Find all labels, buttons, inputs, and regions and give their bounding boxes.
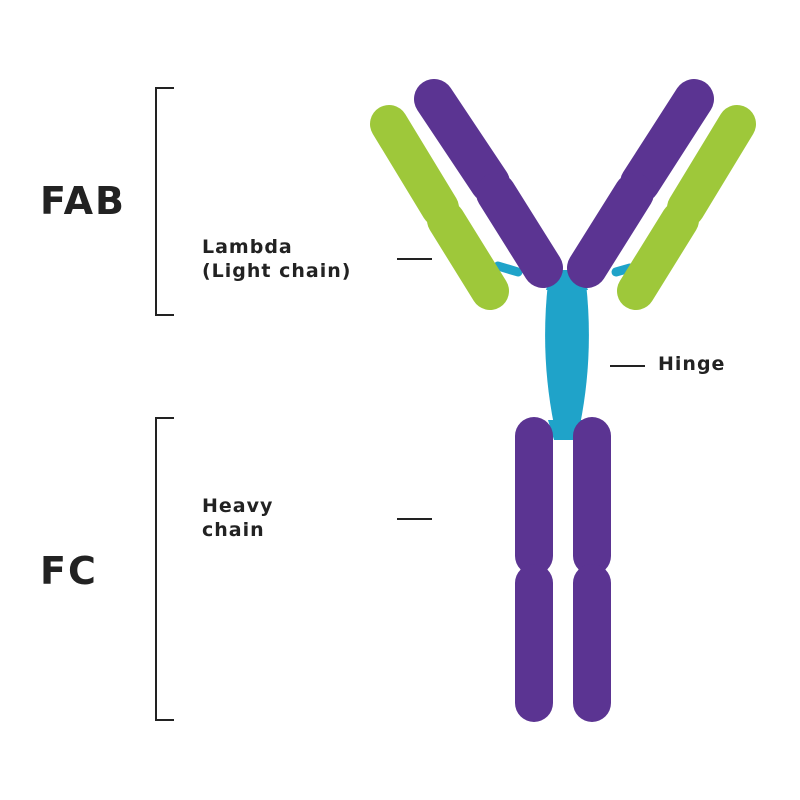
heavy-chain-right-variable-domain (620, 79, 714, 203)
light-chain-right-variable-domain (667, 105, 756, 227)
hinge-label-text: Hinge (658, 353, 726, 375)
hinge-label: Hinge (658, 352, 725, 376)
lambda-label-line1: Lambda (202, 236, 293, 258)
heavy-label-line2: chain (202, 519, 265, 541)
fc-bracket (155, 417, 174, 721)
light-chain-right (617, 105, 756, 310)
fc-section-label: FC (40, 549, 98, 593)
heavy-chain-left-variable-domain (414, 79, 510, 203)
light-heavy-link-left (493, 261, 523, 277)
light-chain-left-variable-domain (370, 105, 459, 227)
fab-bracket (155, 87, 174, 316)
heavy-chain-right-arm (567, 79, 714, 288)
lambda-label-line2: (Light chain) (202, 260, 352, 282)
heavy-label-line1: Heavy (202, 495, 274, 517)
heavy-chain-left-ch1-domain (476, 173, 563, 288)
heavy-chain-right-ch1-domain (567, 173, 654, 288)
heavy-chain-left-arm (414, 79, 563, 288)
light-chain-left-constant-domain (427, 201, 509, 310)
heavy-chain-label: Heavy chain (202, 494, 273, 542)
light-chain-right-constant-domain (617, 201, 699, 310)
hinge-region (545, 283, 589, 425)
fab-section-label: FAB (40, 179, 126, 223)
lambda-light-chain-label: Lambda (Light chain) (202, 235, 351, 283)
light-chain-left (370, 105, 509, 310)
